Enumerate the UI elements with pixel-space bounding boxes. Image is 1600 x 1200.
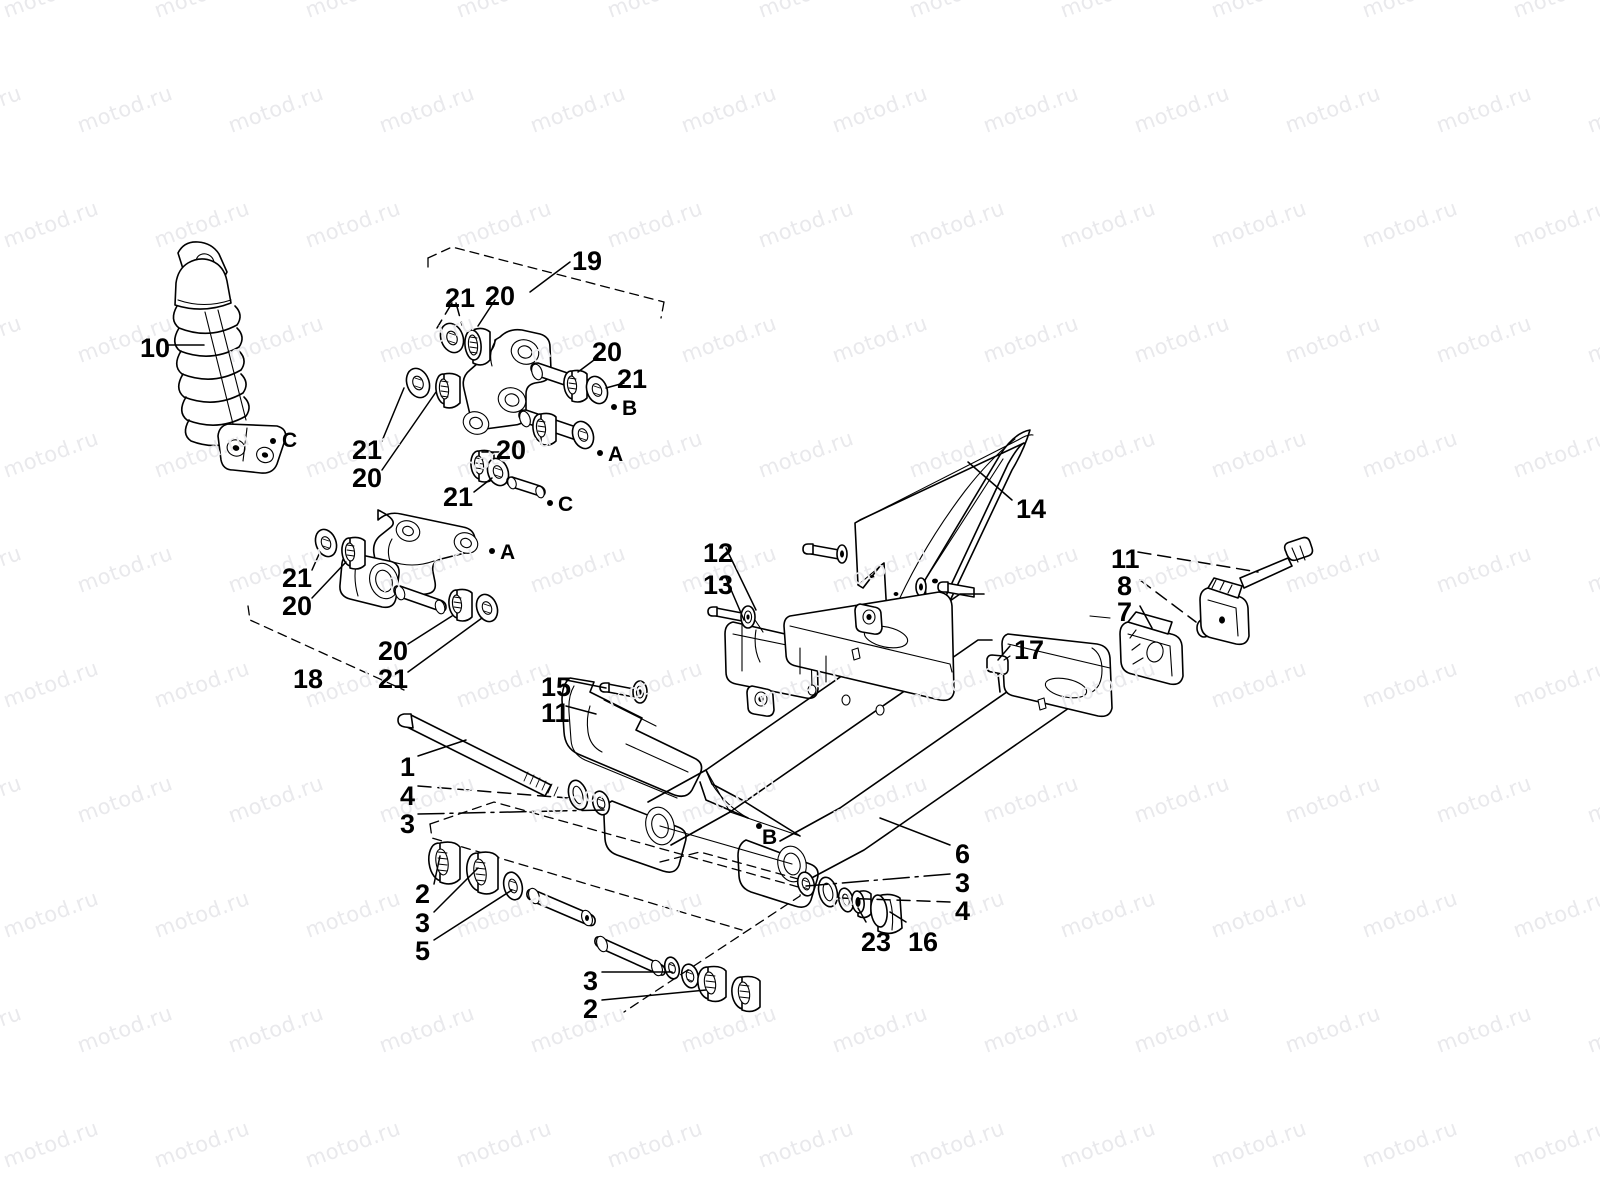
bearing-stack-upper-right (563, 369, 609, 405)
callout-oil-seal: 21 (352, 435, 383, 465)
reference-dot (611, 404, 617, 410)
callout-oil-seal: 21 (443, 482, 474, 512)
reference-mark-b: B (622, 397, 638, 420)
callout-bolt: 12 (703, 538, 734, 568)
callout-oil-seal: 21 (617, 364, 648, 394)
callout-bolt: 15 (541, 672, 572, 702)
callout-chain-guide-bracket: 13 (703, 570, 734, 600)
callout-grease-nipple: 17 (1014, 635, 1045, 665)
callout-oil-seal: 21 (378, 664, 409, 694)
bearing-stack-upper-bottom (470, 449, 546, 499)
reference-mark-a: A (500, 541, 516, 564)
callout-swing-arm: 6 (955, 839, 971, 869)
callout-pivot-shaft: 1 (400, 752, 416, 782)
reference-dot (756, 823, 762, 829)
part-swing-arm (603, 578, 1113, 908)
callout-dust-seal: 3 (400, 809, 416, 839)
callout-washer: 4 (400, 781, 416, 811)
reference-dot (597, 450, 603, 456)
reference-mark-b: B (762, 826, 778, 849)
callout-needle-bearing: 20 (378, 636, 409, 666)
part-bearing-set-b (594, 851, 803, 1013)
callout-needle-bearing: 2 (415, 879, 431, 909)
callout-chain-guard: 14 (1016, 494, 1047, 524)
callout-adjuster-plate: 8 (1117, 571, 1133, 601)
bearing-stack-upper-right-lower (532, 412, 595, 450)
callout-chain-adjuster-bolt: 11 (1111, 544, 1140, 574)
callout-dust-seal: 3 (415, 908, 431, 938)
leader-lines (167, 261, 1259, 1001)
callout-rear-shock-absorber: 10 (140, 333, 171, 363)
callout-needle-bearing: 20 (496, 435, 527, 465)
part-suspension-link-assembly (405, 246, 665, 499)
callout-oil-seal: 21 (282, 563, 313, 593)
part-rear-shock-absorber (172, 241, 287, 474)
callout-needle-bearing: 20 (282, 591, 313, 621)
part-pivot-shaft-group (397, 713, 803, 931)
callout-oil-seal: 21 (445, 283, 476, 313)
callout-chain-adjuster-block: 7 (1117, 597, 1133, 627)
part-cushion-lever-assembly (247, 509, 499, 691)
swingarm-lugs (746, 603, 883, 717)
part-axle-end-right (796, 871, 903, 935)
reference-dot (547, 500, 553, 506)
reference-dot (270, 438, 276, 444)
part-bearing-set-a (427, 841, 596, 927)
callout-suspension-link-assembly: 19 (572, 246, 603, 276)
callout-nut: 23 (861, 927, 892, 957)
callout-needle-bearing: 20 (592, 337, 623, 367)
callout-dust-seal: 3 (955, 868, 971, 898)
callout-pivot-spacer: 5 (415, 936, 431, 966)
reference-mark-c: C (282, 429, 298, 452)
callout-washer: 4 (955, 896, 971, 926)
bearing-stack-upper-left (405, 322, 491, 409)
part-chain-slider (561, 677, 703, 799)
reference-mark-a: A (608, 443, 624, 466)
callout-needle-bearing: 2 (583, 994, 599, 1024)
reference-mark-c: C (558, 493, 574, 516)
callout-chain-slider: 11 (541, 698, 570, 728)
callout-needle-bearing: 20 (352, 463, 383, 493)
part-grease-nipple (986, 654, 1011, 693)
callout-pivot-cap: 16 (908, 927, 939, 957)
callout-needle-bearing: 20 (485, 281, 516, 311)
part-chain-adjuster (1119, 536, 1314, 686)
callout-cushion-lever-assembly: 18 (293, 664, 324, 694)
callout-dust-seal: 3 (583, 966, 599, 996)
reference-dot (489, 548, 495, 554)
